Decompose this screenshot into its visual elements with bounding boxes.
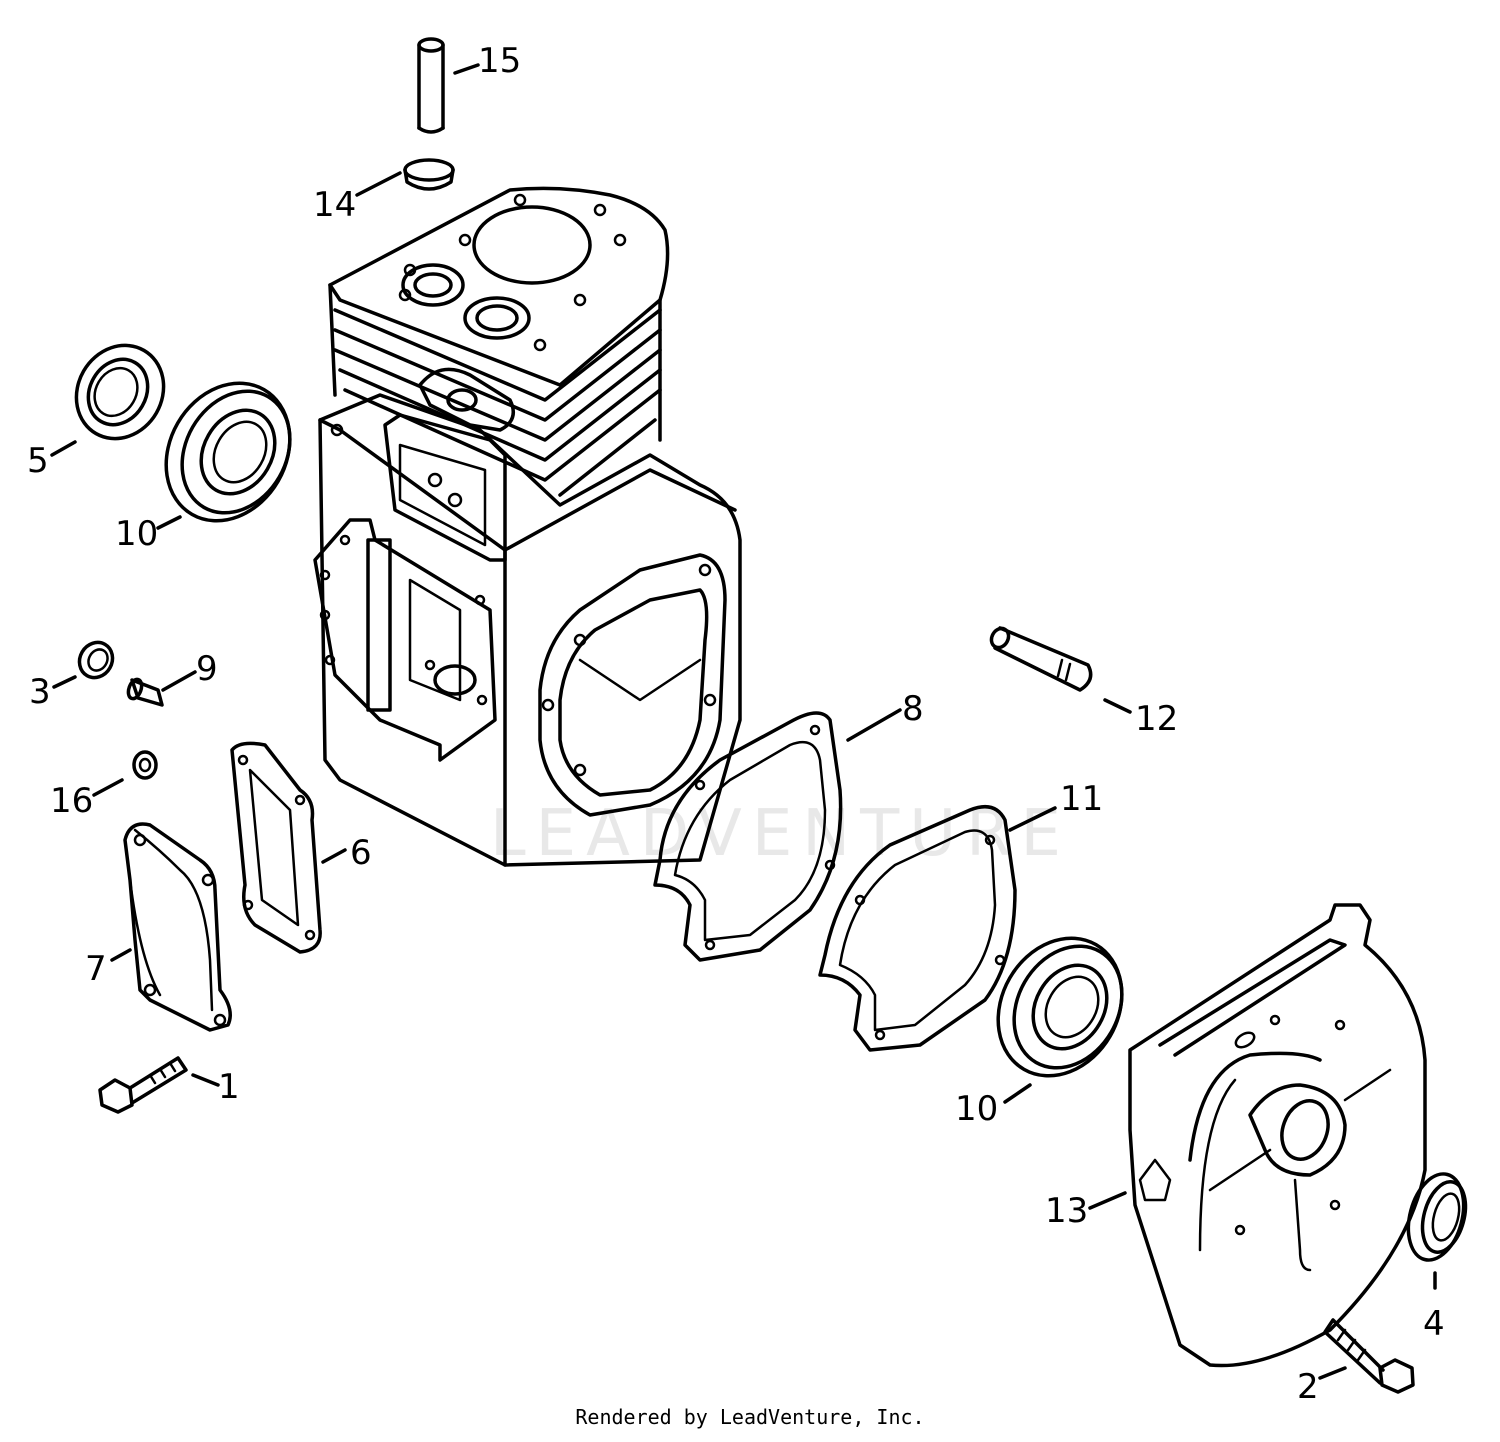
callout-15: 15 [478,41,521,81]
part-6-gasket[interactable] [230,741,322,954]
part-1-bolt[interactable] [98,1056,188,1114]
callout-labels: 15 14 5 10 3 9 16 6 7 1 8 12 11 10 13 4 … [27,41,1445,1407]
callout-13: 13 [1045,1191,1088,1231]
leader-lines [50,63,1437,1380]
callout-10-left: 10 [115,514,158,554]
callout-3: 3 [29,672,51,712]
callout-8: 8 [902,689,924,729]
watermark-text: LEADVENTURE [490,797,1071,871]
part-12-dowel-pin[interactable] [988,625,1093,692]
callout-9: 9 [196,649,218,689]
part-15-pipe[interactable] [417,37,445,134]
callout-2: 2 [1297,1367,1319,1407]
part-7-cover-plate[interactable] [123,822,232,1032]
callout-14: 14 [313,185,356,225]
callout-4: 4 [1423,1304,1445,1344]
part-2-bolt[interactable] [1323,1318,1415,1394]
part-10-bearing-left[interactable] [142,361,314,544]
part-3-cup-plug[interactable] [73,636,119,683]
part-11-gasket[interactable] [818,804,1017,1052]
part-crankcase-block[interactable] [313,186,742,867]
callout-1: 1 [218,1067,240,1107]
callout-5: 5 [27,441,49,481]
callout-6: 6 [350,833,372,873]
part-10-bearing-right[interactable] [974,916,1146,1099]
part-8-gasket[interactable] [653,711,843,962]
part-14-ring[interactable] [403,158,455,191]
part-4-oil-seal[interactable] [1399,1168,1472,1266]
callout-16: 16 [50,781,93,821]
part-9-pin[interactable] [126,677,164,707]
part-16-plug[interactable] [132,750,158,780]
callout-10-right: 10 [955,1089,998,1129]
credit-footer: Rendered by LeadVenture, Inc. [575,1405,925,1429]
callout-12: 12 [1135,699,1178,739]
callout-7: 7 [85,949,107,989]
callout-11: 11 [1060,779,1103,819]
part-13-bearing-plate[interactable] [1128,903,1427,1368]
part-5-oil-seal[interactable] [60,329,181,454]
